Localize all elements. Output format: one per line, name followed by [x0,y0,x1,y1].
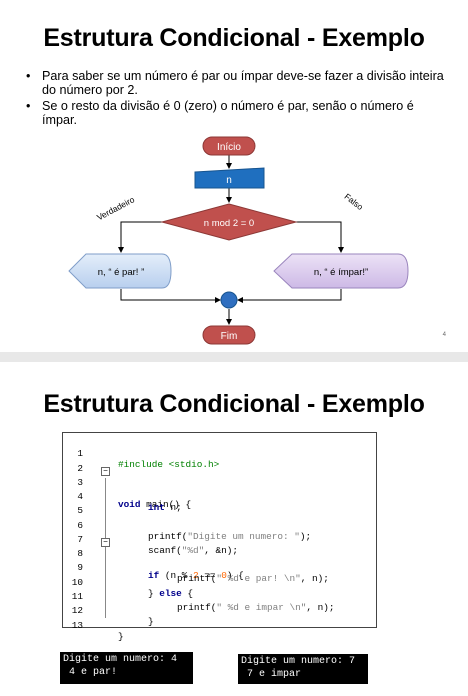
true-branch-label: Verdadeiro [95,194,136,222]
slide-title: Estrutura Condicional - Exemplo [43,24,425,52]
terminal-line: 4 e par! [63,667,118,678]
input-label: n [226,175,232,186]
code-token: " %d e impar \n" [216,602,307,613]
code-line: 6 printf("Digite um numero: "); [63,509,376,542]
bullet-item: • Para saber se um número é par ou ímpar… [26,69,452,97]
line-number: 11 [71,591,83,602]
terminal-output-impar: Digite um numero: 7 7 e impar [238,654,368,684]
input-shape [194,167,265,189]
output-true-label: n, “ é par! ” [98,267,144,278]
slide-2: Estrutura Condicional - Exemplo 1 #inclu… [0,362,468,696]
bullet-text: Se o resto da divisão é 0 (zero) o númer… [42,99,414,127]
bullet-item: • Se o resto da divisão é 0 (zero) o núm… [26,99,452,127]
line-number: 6 [77,520,83,531]
bullet-list: • Para saber se um número é par ou ímpar… [26,69,452,129]
code-line: 9 printf(" %d e par! \n", n); [63,551,376,584]
code-token: " %d e par! \n" [216,573,301,584]
code-token: else [159,588,182,599]
line-number: 10 [71,577,83,588]
code-token: , &n); [204,545,239,556]
code-line: 11 printf(" %d e impar \n", n); [63,580,376,613]
line-number: 2 [77,463,83,474]
terminal-line: Digite um numero: 4 [63,654,178,665]
code-token: == [198,570,222,581]
code-line: 7 scanf("%d", &n); [63,523,376,556]
bullet-text: Para saber se um número é par ou ímpar d… [42,69,444,97]
bullet-dot-icon: • [26,99,31,113]
code-token: n; [164,502,182,513]
output-false-label: n, “ é ímpar!” [314,267,368,278]
connector-merge-left [120,289,221,303]
fold-toggle-icon[interactable]: − [101,538,110,547]
code-token: 0 [221,570,227,581]
line-number: 8 [77,548,83,559]
connector-false [296,221,344,253]
line-number: 4 [77,491,83,502]
code-token: int [148,502,165,513]
code-token: "%d" [181,545,205,556]
start-label: Início [217,142,241,153]
code-editor: 1 #include <stdio.h> 2 3 − void main() {… [62,432,377,642]
code-token: printf( [148,531,188,542]
code-line: 10 } else { [63,566,376,599]
line-number: 1 [77,448,83,459]
code-line: 12 } [63,594,376,627]
code-token: printf( [177,602,217,613]
terminal-line: 7 e impar [241,669,302,680]
terminal-line: Digite um numero: 7 [241,656,356,667]
line-number: 7 [77,534,83,545]
false-branch-label: Falso [343,191,366,212]
line-number: 3 [77,477,83,488]
code-token: 2 [193,570,199,581]
code-token: ); [299,531,312,542]
code-line: 2 [63,452,376,474]
code-token: #include [118,459,169,470]
code-token: { [181,588,194,599]
output-true-shape [68,253,172,289]
connector-merge-right [237,289,342,303]
code-token: ) { [226,570,244,581]
code-line: 8 − if (n % 2 == 0) { [63,537,376,581]
code-line: 5 [63,494,376,516]
bullet-dot-icon: • [26,69,31,83]
line-number: 12 [71,605,83,616]
code-token: scanf( [148,545,182,556]
end-label: Fim [221,331,238,342]
terminal-output-par: Digite um numero: 4 4 e par! [60,652,193,684]
code-token: <stdio.h> [168,459,220,470]
code-token: (n % [159,570,194,581]
slide-1: Estrutura Condicional - Exemplo • Para s… [0,0,468,352]
code-token: "Digite um numero: " [187,531,300,542]
decision-label: n mod 2 = 0 [204,218,254,229]
start-terminator [202,136,256,156]
end-terminator [202,325,256,345]
code-token: , n); [306,602,335,613]
decision-diamond [160,203,298,241]
merge-connector-circle [220,291,238,309]
fold-guide-line [105,478,106,618]
fold-toggle-icon[interactable]: − [101,467,110,476]
flowchart: Início n n mod 2 = 0 Verdadeiro Falso n,… [68,136,409,345]
line-number: 9 [77,562,83,573]
code-token: if [148,570,160,581]
line-number: 5 [77,505,83,516]
code-token: } [148,616,154,627]
code-token: printf( [177,573,217,584]
connector-true [118,221,162,253]
code-token: } [148,588,160,599]
code-line: 4 int n; [63,480,376,513]
code-line: 3 − void main() { [63,466,376,510]
code-line: 13 } [63,609,376,642]
output-false-shape [273,253,409,289]
code-line: 1 #include <stdio.h> [63,437,376,470]
page-number: 4 [442,332,446,338]
code-token: void [118,499,141,510]
code-token: main() { [140,499,192,510]
code-token: , n); [300,573,329,584]
slide-title: Estrutura Condicional - Exemplo [43,390,425,418]
code-token: } [118,631,124,642]
line-number: 13 [71,620,83,631]
